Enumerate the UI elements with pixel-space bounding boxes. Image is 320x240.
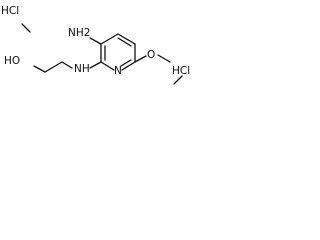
hcl-right-bond [173,75,183,85]
bond-o-ch3 [157,54,171,63]
ring-bond-c6-n1 [121,61,136,71]
ring-bond-c4-c5-inner [117,37,132,47]
structure-canvas: NH2 N NH HO O HCl HCl [1,5,190,85]
hcl-left-label: HCl [1,5,19,17]
pyridine-ring [100,33,136,71]
hcl-left-bond [21,23,31,33]
substituent-bonds [33,37,171,73]
amine-nh-label: NH [74,63,90,75]
bond-c6-o [134,55,147,63]
hcl-right-label: HCl [172,65,190,77]
methoxy-oxygen-label: O [147,49,155,61]
bond-c3-nh2 [89,37,102,45]
hydroxyl-label: HO [4,55,20,67]
bond-c2-nh [89,61,102,69]
ring-nitrogen-label: N [114,65,122,77]
ring-bond-c3-c4 [100,33,119,45]
bond-ch2-ch2 [44,61,63,73]
bond-ch2-oh [33,65,46,73]
ring-bond-n1-c2 [100,61,115,71]
chemical-structure-diagram: NH2 N NH HO O HCl HCl [0,0,194,94]
amine-nh2-label: NH2 [68,27,90,39]
ring-bond-c6-n1-inner [120,59,132,67]
bond-nh-ch2 [61,61,73,69]
ring-bond-c4-c5 [117,33,136,45]
